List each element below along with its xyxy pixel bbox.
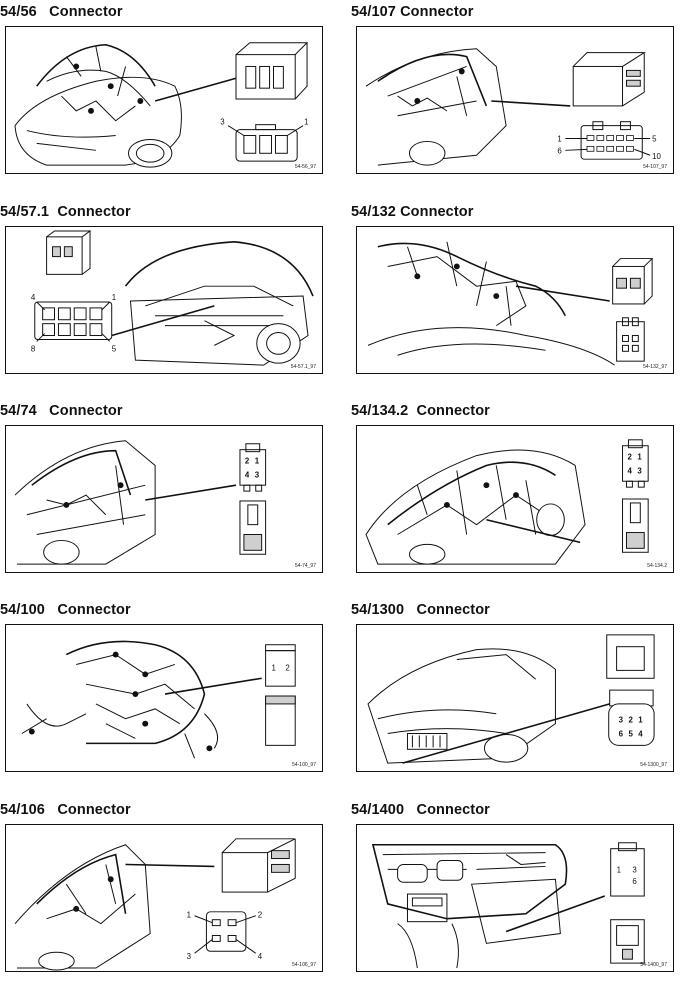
- figure-ref: 54-74_97: [294, 563, 316, 569]
- figure-ref: 54-1300_97: [640, 762, 667, 768]
- panel-title: 54/1300 Connector: [351, 602, 490, 618]
- diagram-frame: 1 2 3 4 54-106_97: [5, 824, 323, 972]
- car-wiring-illustration: [365, 48, 651, 166]
- pin-label: 8: [31, 344, 36, 353]
- panel-title: 54/134.2 Connector: [351, 403, 490, 419]
- pin-label: 6: [632, 877, 637, 886]
- panel-title: 54/74 Connector: [0, 403, 123, 419]
- pin-label: 2: [285, 663, 289, 672]
- panel-title: 54/57.1 Connector: [0, 204, 131, 220]
- pin-labels: 1 2 3 4: [187, 911, 263, 961]
- panel-title: 54/132 Connector: [351, 204, 474, 220]
- diagram-frame: 3 2 1 6 5 4 54-1300_97: [356, 624, 674, 772]
- car-illustration: [367, 634, 655, 764]
- pin-label: 6: [557, 146, 562, 155]
- pin-label: 5: [652, 134, 657, 143]
- pin-label: 1: [304, 118, 308, 127]
- car-wiring-illustration: [14, 440, 267, 565]
- car-wiring-illustration: [365, 439, 649, 565]
- pin-label: 3: [220, 118, 225, 127]
- pin-label: 5: [112, 344, 117, 353]
- figure-ref: 54-57.1_97: [290, 364, 316, 370]
- pin-label: 1: [637, 453, 642, 462]
- car-wiring-illustration: [34, 230, 314, 366]
- pin-labels: 1 2: [272, 663, 290, 672]
- figure-ref: 54-134.2: [647, 563, 667, 569]
- pin-label: 3: [187, 952, 192, 961]
- panel-title: 54/106 Connector: [0, 802, 131, 818]
- car-wiring-illustration: [14, 42, 309, 168]
- pin-labels: 1 3 6: [617, 865, 638, 886]
- pin-label: 2: [628, 716, 633, 725]
- harness-illustration: [21, 640, 296, 759]
- pin-labels: 2 1 4 3: [627, 453, 642, 476]
- pin-label: 2: [627, 453, 632, 462]
- pin-label: 3: [637, 466, 642, 475]
- pin-label: 4: [31, 293, 36, 302]
- diagram-frame: 4 1 8 5 54-57.1_97: [5, 226, 323, 374]
- dashboard-illustration: [371, 842, 645, 969]
- figure-ref: 54-100_97: [292, 762, 316, 768]
- pin-label: 10: [652, 152, 661, 161]
- figure-ref: 54-1400_97: [640, 962, 667, 968]
- diagram-frame: 1 2 54-100_97: [5, 624, 323, 772]
- pin-labels: 1 5 6 10: [557, 134, 661, 161]
- figure-ref: 54-106_97: [292, 962, 316, 968]
- panel-title: 54/1400 Connector: [351, 802, 490, 818]
- pin-label: 1: [255, 456, 260, 465]
- diagram-frame: 2 1 4 3 54-74_97: [5, 425, 323, 573]
- diagram-frame: 1 3 6 54-1400_97: [356, 824, 674, 972]
- pin-labels: 3 2 1 6 5 4: [619, 716, 644, 739]
- pin-label: 2: [258, 911, 262, 920]
- panel-title: 54/56 Connector: [0, 4, 123, 20]
- pin-label: 3: [632, 865, 637, 874]
- pin-labels: 3 1: [220, 118, 308, 127]
- pin-label: 1: [638, 716, 643, 725]
- pin-label: 1: [617, 865, 621, 874]
- pin-label: 5: [628, 729, 633, 738]
- figure-ref: 54-107_97: [643, 164, 667, 170]
- figure-ref: 54-56_97: [294, 164, 316, 170]
- figure-ref: 54-132_97: [643, 364, 667, 370]
- pin-label: 2: [245, 456, 250, 465]
- pin-label: 1: [272, 663, 276, 672]
- pin-labels: 2 1 4 3: [245, 456, 260, 479]
- pin-label: 4: [258, 952, 263, 961]
- diagram-frame: 54-132_97: [356, 226, 674, 374]
- pin-label: 3: [619, 716, 624, 725]
- pin-label: 4: [627, 466, 632, 475]
- diagram-frame: 3 1 54-56_97: [5, 26, 323, 174]
- pin-label: 6: [619, 729, 624, 738]
- car-wiring-illustration: [14, 838, 296, 971]
- diagram-frame: 2 1 4 3 54-134.2: [356, 425, 674, 573]
- pin-label: 4: [638, 729, 643, 738]
- pin-label: 4: [245, 470, 250, 479]
- car-wiring-illustration: [367, 241, 654, 366]
- pin-label: 1: [557, 134, 561, 143]
- pin-label: 1: [187, 911, 191, 920]
- diagram-frame: 1 5 6 10 54-107_97: [356, 26, 674, 174]
- panel-title: 54/100 Connector: [0, 602, 131, 618]
- pin-label: 3: [255, 470, 260, 479]
- panel-title: 54/107 Connector: [351, 4, 474, 20]
- pin-labels: 4 1 8 5: [31, 293, 117, 353]
- pin-label: 1: [112, 293, 116, 302]
